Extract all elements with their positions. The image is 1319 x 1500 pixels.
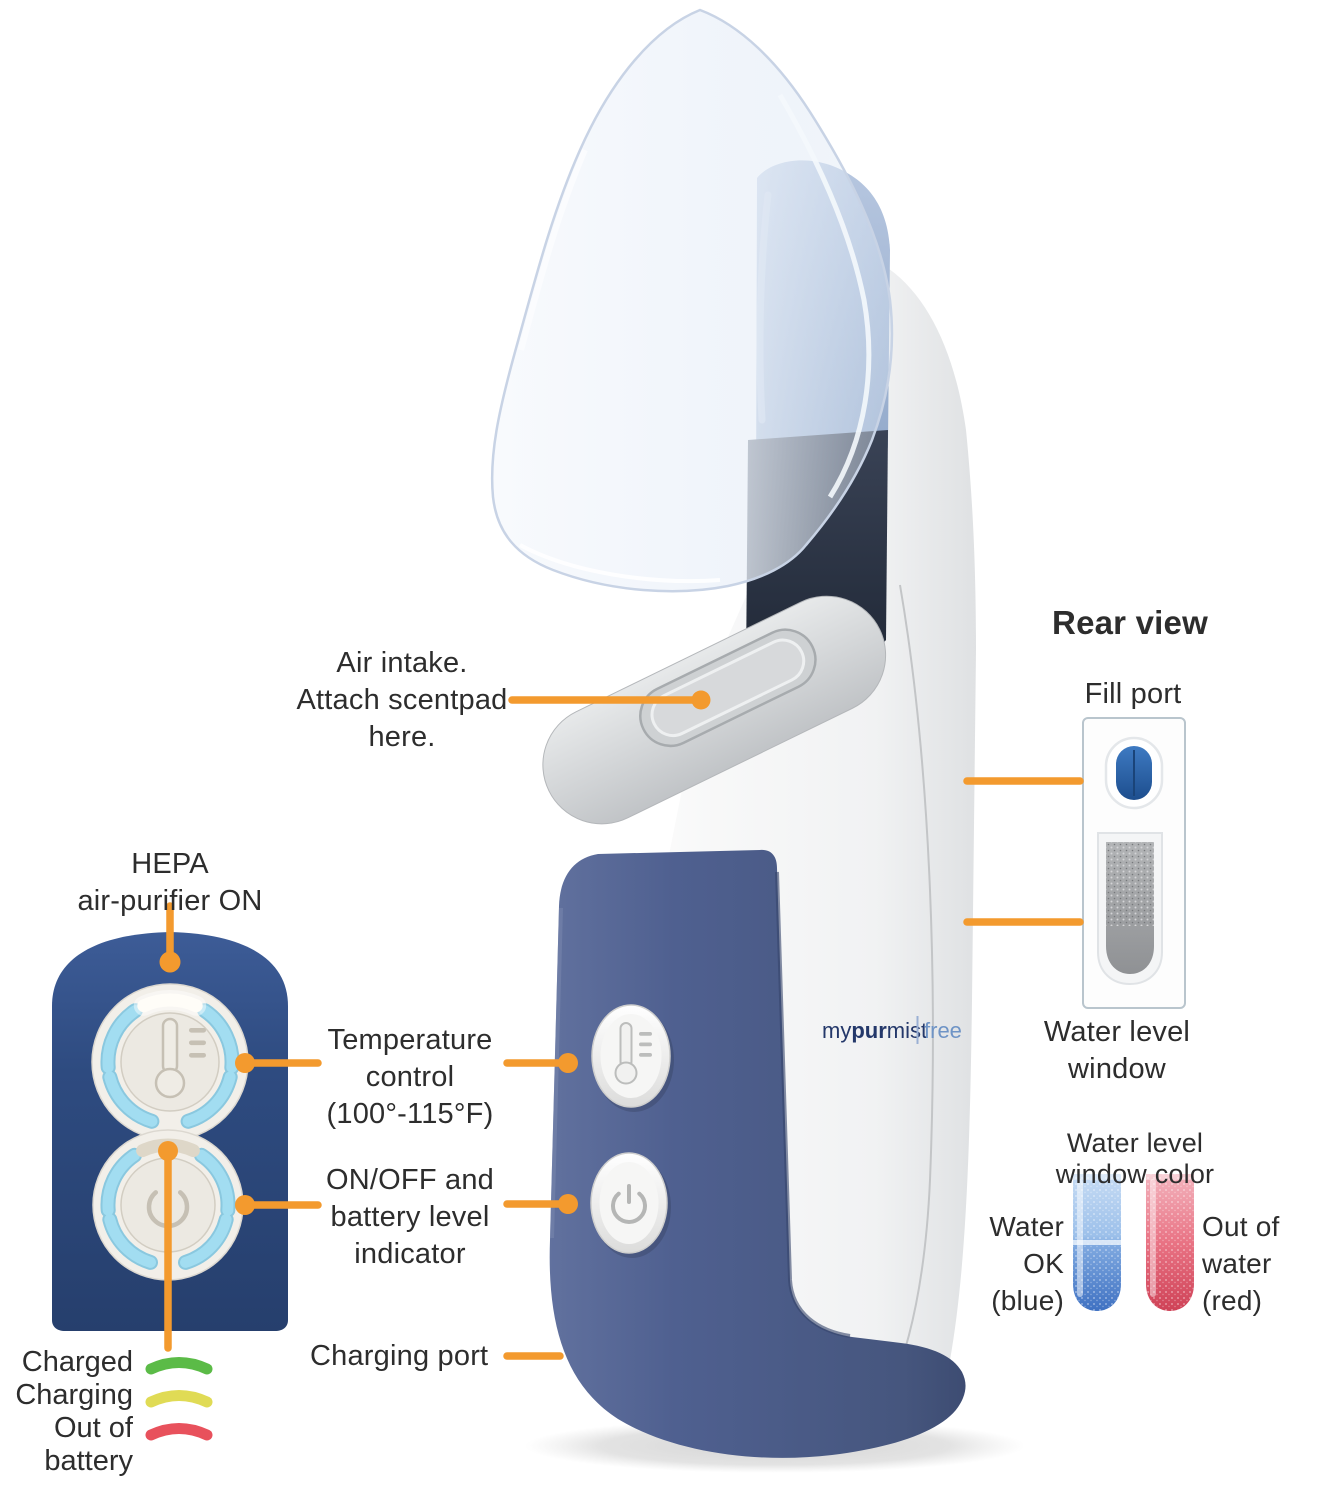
fill-port-graphic xyxy=(1104,736,1164,810)
panel-temperature-button xyxy=(91,983,249,1141)
out-of-water-tube xyxy=(1146,1174,1194,1311)
legend-charged: Charged xyxy=(2,1346,214,1379)
device-temperature-button xyxy=(591,1004,674,1112)
legend-charging: Charging xyxy=(2,1379,214,1412)
charging-port-label: Charging port xyxy=(310,1340,489,1372)
logo-my: my xyxy=(822,1018,851,1043)
water-level-window-label: Water level window xyxy=(1043,1016,1191,1085)
steam-mask xyxy=(490,8,894,593)
rear-view-title: Rear view xyxy=(1052,604,1208,641)
hepa-label: HEPA air-purifier ON xyxy=(77,848,263,917)
air-intake-label: Air intake. Attach scentpad here. xyxy=(296,647,508,753)
legend-out-of-battery: Out of xyxy=(2,1412,214,1445)
water-level-window-graphic xyxy=(1097,832,1163,986)
fill-port-label: Fill port xyxy=(1084,678,1182,710)
logo-mist: mist xyxy=(887,1018,927,1043)
annotation-connectors xyxy=(158,690,1084,1360)
logo-pur: pur xyxy=(851,1018,887,1043)
device-power-button xyxy=(590,1152,671,1258)
battery-status-legend: Charged Charging Out of battery xyxy=(2,1346,214,1478)
control-panel-inset xyxy=(52,932,288,1331)
thermometer-icon xyxy=(614,1022,652,1085)
legend-out-of-battery-line2: battery xyxy=(44,1445,133,1477)
power-icon xyxy=(611,1184,647,1224)
air-intake-collar xyxy=(542,595,887,825)
on-off-label: ON/OFF and battery level indicator xyxy=(326,1164,494,1270)
out-of-water-label: Out of water (red) xyxy=(1202,1211,1280,1316)
logo-free: free xyxy=(924,1018,962,1043)
rear-view-card xyxy=(1082,717,1186,1009)
device-handle xyxy=(549,849,966,1458)
water-ok-label: Water OK (blue) xyxy=(989,1211,1064,1316)
window-color-heading: Water level window color xyxy=(1055,1128,1215,1189)
charging-arc-icon xyxy=(145,1389,213,1407)
panel-thermometer-icon xyxy=(154,1017,206,1099)
brand-logo: mypurmist free xyxy=(822,1016,962,1044)
charged-arc-icon xyxy=(145,1356,213,1374)
water-ok-tube xyxy=(1073,1174,1121,1311)
svg-text:mypurmist: mypurmist xyxy=(822,1018,927,1043)
temperature-control-label: Temperature control (100°-115°F) xyxy=(326,1024,494,1130)
out-of-battery-arc-icon xyxy=(145,1422,213,1440)
